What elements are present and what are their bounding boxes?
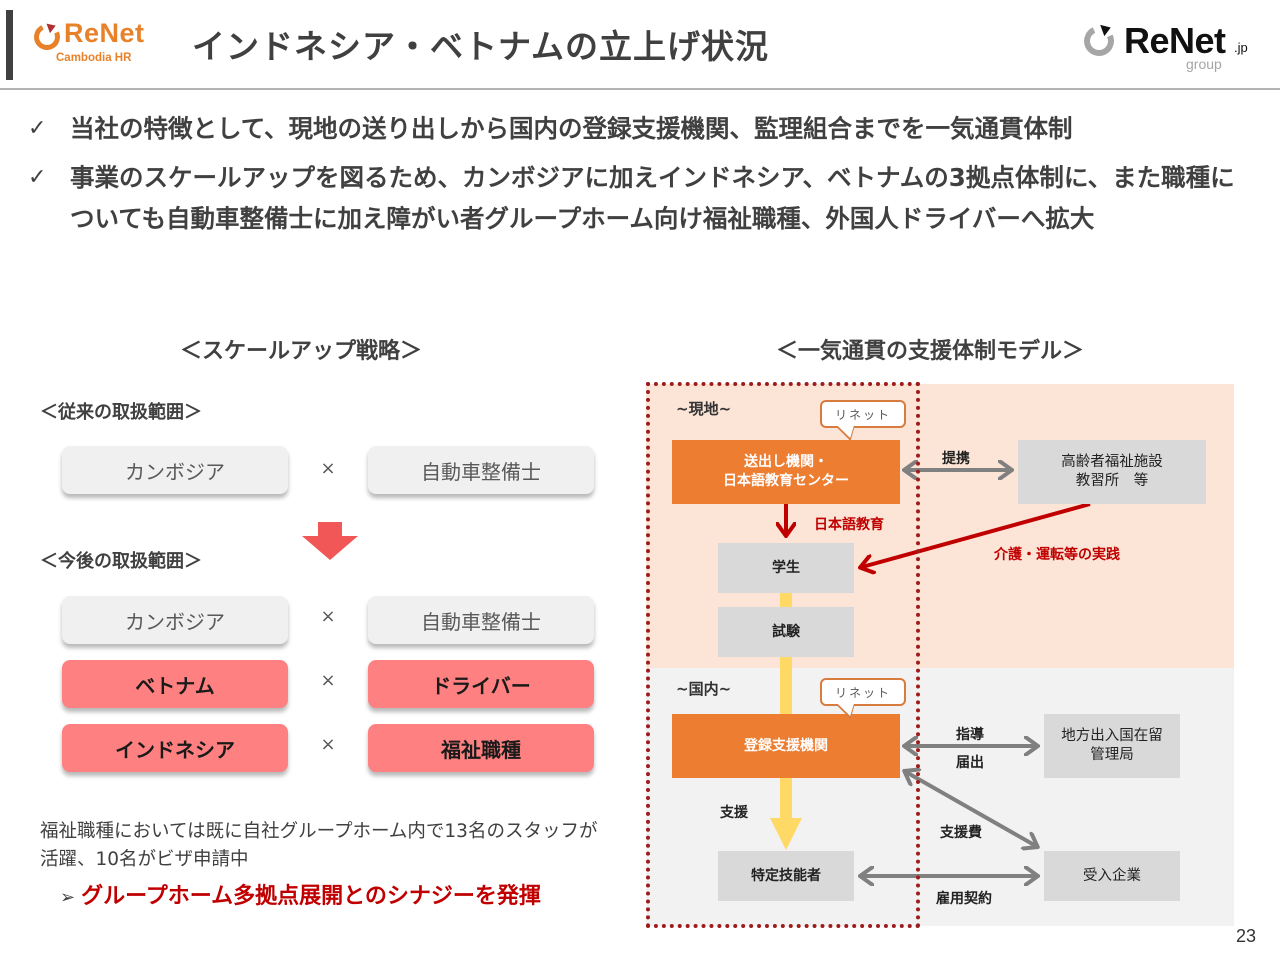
renet-swirl-icon — [1079, 21, 1119, 61]
current-job-pill: 自動車整備士 — [368, 446, 594, 494]
specified-worker-box: 特定技能者 — [718, 851, 854, 901]
logo-sub-text: Cambodia HR — [56, 52, 132, 64]
model-heading: ＜一気通貫の支援体制モデル＞ — [776, 339, 1085, 364]
renet-cambodia-logo: ReNet Cambodia HR — [30, 18, 164, 70]
support-fee-label: 支援費 — [940, 825, 982, 841]
synergy-highlight: ➢グループホーム多拠点展開とのシナジーを発揮 — [60, 878, 541, 910]
employment-contract-label: 雇用契約 — [936, 891, 992, 907]
domestic-zone-label: ~国内~ — [676, 680, 732, 698]
logo-group-text: group — [1186, 56, 1222, 72]
japanese-edu-label: 日本語教育 — [814, 517, 884, 533]
down-arrow-icon — [302, 522, 358, 560]
employer-box: 受入企業 — [1044, 851, 1180, 901]
future-country-pill-new: ベトナム — [62, 660, 288, 708]
times-symbol: × — [320, 606, 336, 627]
page-title: インドネシア・ベトナムの立上げ状況 — [192, 27, 770, 66]
header-accent-bar — [6, 10, 13, 80]
future-job-pill: 自動車整備士 — [368, 596, 594, 644]
renet-scope-frame — [646, 382, 920, 928]
future-job-pill-new: 福祉職種 — [368, 724, 594, 772]
practice-label: 介護・運転等の実践 — [994, 547, 1120, 563]
student-box: 学生 — [718, 543, 854, 593]
summary-bullets: ✓ 当社の特徴として、現地の送り出しから国内の登録支援機関、監理組合までを一気通… — [28, 108, 1258, 247]
bullet-text: 事業のスケールアップを図るため、カンボジアに加えインドネシア、ベトナムの3拠点体… — [70, 163, 1235, 233]
support-label: 支援 — [720, 805, 748, 821]
future-country-pill: カンボジア — [62, 596, 288, 644]
check-icon: ✓ — [28, 116, 47, 141]
immigration-box: 地方出入国在留 管理局 — [1044, 714, 1180, 778]
page-number: 23 — [1236, 926, 1257, 946]
elderly-facility-box: 高齢者福祉施設 教習所 等 — [1018, 440, 1206, 504]
bullet-item: ✓ 事業のスケールアップを図るため、カンボジアに加えインドネシア、ベトナムの3拠… — [28, 157, 1258, 239]
logo-brand-text: ReNet — [64, 18, 145, 48]
check-icon: ✓ — [28, 165, 47, 190]
strategy-heading: ＜スケールアップ戦略＞ — [180, 339, 423, 364]
sending-org-box: 送出し機関・ 日本語教育センター — [672, 440, 900, 504]
renet-callout: リネット — [820, 678, 906, 706]
bullet-item: ✓ 当社の特徴として、現地の送り出しから国内の登録支援機関、監理組合までを一気通… — [28, 108, 1258, 149]
times-symbol: × — [320, 734, 336, 755]
future-country-pill-new: インドネシア — [62, 724, 288, 772]
synergy-text: グループホーム多拠点展開とのシナジーを発揮 — [81, 884, 541, 909]
local-zone-label: ~現地~ — [676, 400, 732, 418]
renet-callout: リネット — [820, 400, 906, 428]
times-symbol: × — [320, 458, 336, 479]
logo-tld-text: .jp — [1234, 40, 1248, 55]
guidance-label: 指導 — [956, 727, 984, 743]
bullet-text: 当社の特徴として、現地の送り出しから国内の登録支援機関、監理組合までを一気通貫体… — [70, 114, 1073, 143]
arrowhead-bullet-icon: ➢ — [60, 887, 76, 908]
logo-brand-text: ReNet — [1124, 20, 1226, 61]
welfare-note: 福祉職種においては既に自社グループホーム内で13名のスタッフが活躍、10名がビザ… — [40, 821, 598, 870]
current-country-pill: カンボジア — [62, 446, 288, 494]
current-scope-heading: ＜従来の取扱範囲＞ — [40, 402, 202, 423]
partnership-label: 提携 — [942, 451, 970, 467]
renet-group-logo: ReNet .jp group — [1079, 18, 1262, 78]
header-divider — [0, 88, 1280, 90]
future-scope-heading: ＜今後の取扱範囲＞ — [40, 551, 202, 572]
times-symbol: × — [320, 670, 336, 691]
registered-support-box: 登録支援機関 — [672, 714, 900, 778]
exam-box: 試験 — [718, 607, 854, 657]
notification-label: 届出 — [956, 755, 984, 771]
future-job-pill-new: ドライバー — [368, 660, 594, 708]
